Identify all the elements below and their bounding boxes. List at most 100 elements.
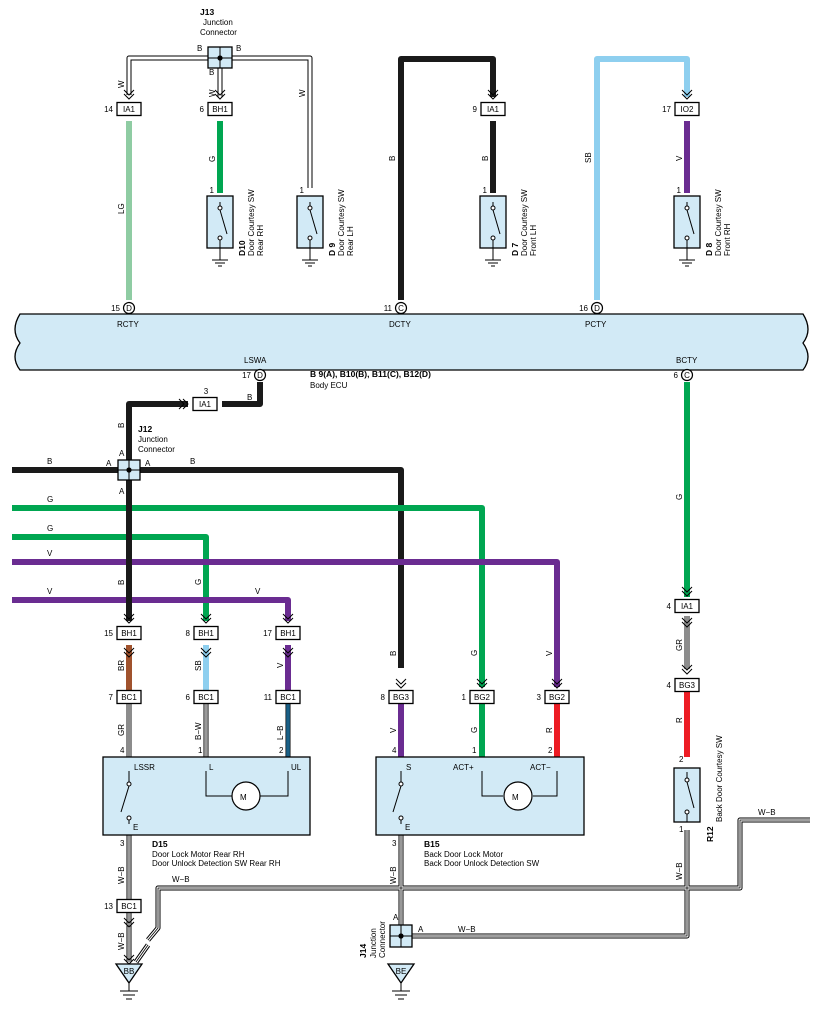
connector-pin: 8 — [381, 693, 386, 702]
connector-pin: 11 — [264, 693, 273, 702]
connector-name: BH1 — [121, 629, 137, 638]
chevron-stroke — [681, 617, 693, 624]
d15-line1: Door Lock Motor Rear RH — [152, 850, 245, 859]
connector-box — [193, 689, 219, 705]
switch-contact — [217, 235, 223, 241]
wl-b-left: B — [47, 457, 52, 466]
connector-name: BH1 — [198, 629, 214, 638]
connector-box — [480, 101, 506, 117]
switch-line2: Front LH — [529, 225, 538, 256]
j13-name2: Connector — [200, 28, 237, 37]
connector-pin: 15 — [104, 629, 113, 638]
ecu-pin-conn: D — [257, 371, 263, 380]
switch-contact — [490, 235, 496, 241]
j14-name1: Junction — [369, 928, 378, 958]
junction-icon — [217, 55, 223, 61]
switch-line1: Door Courtesy SW — [337, 189, 346, 256]
wl-g-b15: G — [470, 727, 479, 733]
wire-b-horizontal — [12, 467, 404, 668]
connector-chevron-icon — [681, 586, 693, 597]
r12-line1: Back Door Courtesy SW — [715, 735, 724, 822]
j14-pin-top: A — [393, 913, 399, 922]
wire-b-lswa — [222, 382, 263, 407]
pin-label-rcty: RCTY — [117, 320, 139, 329]
ground-icon — [120, 983, 138, 1000]
chevron-stroke — [487, 93, 499, 100]
connector-bh1-15: BH1 15 — [104, 625, 142, 641]
connector-box — [674, 677, 700, 693]
connector-chevron-icon — [200, 647, 212, 658]
j14-name2: Connector — [378, 921, 387, 958]
chevron-stroke — [123, 921, 135, 928]
wl-wb-6: W−B — [458, 925, 476, 934]
connector-name: BC1 — [121, 693, 137, 702]
chevron-stroke — [282, 651, 294, 658]
switch-contact — [490, 205, 496, 211]
switch-contact — [217, 205, 223, 211]
wl-sb: SB — [584, 152, 593, 163]
ecu-pin-circle — [680, 368, 694, 382]
junction-j12 — [117, 459, 141, 481]
wl-br: BR — [117, 660, 126, 671]
ground-triangle — [386, 963, 416, 985]
connector-name: BH1 — [280, 629, 296, 638]
switch-pin: 1 — [300, 186, 305, 195]
d15-num-ul: 2 — [279, 746, 284, 755]
ecu-pin-pcty: D16 — [579, 301, 604, 315]
switch-line1: Door Courtesy SW — [714, 189, 723, 256]
wl-r-r12: R — [675, 717, 684, 723]
chevron-stroke — [476, 682, 488, 689]
ground-icon — [392, 983, 410, 1000]
connector-pin: 1 — [462, 693, 467, 702]
d15-line2: Door Unlock Detection SW Rear RH — [152, 859, 281, 868]
connector-pin: 17 — [662, 105, 671, 114]
switch-line2: Rear LH — [346, 226, 355, 256]
ecu-pin-dcty: C11 — [384, 301, 408, 315]
ecu-pin-num: 16 — [579, 304, 588, 313]
ecu-pin-conn: C — [398, 304, 404, 313]
chevron-stroke — [395, 678, 407, 685]
ecu-pin-conn: D — [126, 304, 132, 313]
connector-name: BG2 — [549, 693, 566, 702]
chevron-stroke — [123, 647, 135, 654]
b15-pin-actm: ACT− — [530, 763, 551, 772]
wires — [12, 55, 810, 964]
wire-v-harness-1 — [12, 559, 560, 687]
ecu-pin-rcty: D15 — [111, 301, 136, 315]
wl-v-bh1: V — [276, 662, 285, 668]
wl-wb-5: W−B — [172, 875, 190, 884]
connector-pin: 6 — [200, 105, 205, 114]
switch-line1: Door Courtesy SW — [520, 189, 529, 256]
wl-g-d10: G — [208, 156, 217, 162]
j12-pin-right: A — [145, 459, 151, 468]
wl-b-dcty: B — [388, 156, 397, 161]
switch-pin: 1 — [483, 186, 488, 195]
connector-chevron-icon — [178, 398, 189, 410]
connector-name: IA1 — [681, 602, 694, 611]
chevron-stroke — [200, 617, 212, 624]
switch-code: D 8 — [704, 243, 714, 257]
b15-pin-e: E — [405, 823, 410, 832]
switch-contact — [307, 235, 313, 241]
b15-code: B15 — [424, 839, 440, 849]
wl-w-2: W — [208, 89, 217, 97]
connector-pin: 3 — [204, 387, 209, 396]
wl-b-d7: B — [481, 156, 490, 161]
connector-name: IO2 — [681, 105, 694, 114]
chevron-stroke — [214, 89, 226, 96]
junction-icon — [398, 933, 404, 939]
j12-code: J12 — [138, 424, 152, 434]
b15-pin-actp: ACT+ — [453, 763, 474, 772]
wl-b-bg3: B — [389, 651, 398, 656]
wl-gr-d15: GR — [117, 724, 126, 736]
ecu-pin-lswa: D17 — [242, 368, 267, 382]
motor-icon — [231, 781, 261, 811]
ecu-pin-circle — [122, 301, 136, 315]
pin-label-dcty: DCTY — [389, 320, 411, 329]
